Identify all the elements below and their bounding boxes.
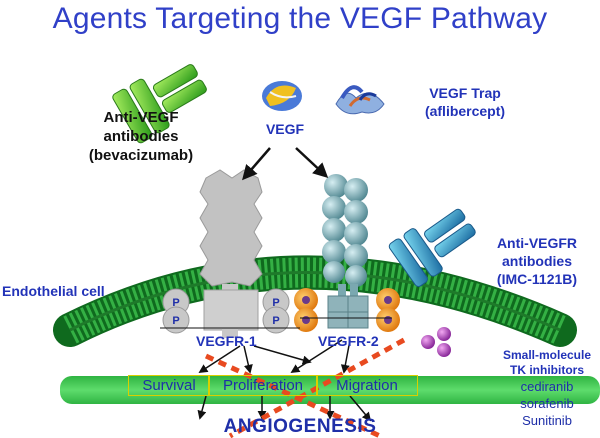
anti-vegfr-line: (IMC-1121B) [496, 271, 578, 287]
tki-drug: cediranib [520, 379, 574, 394]
tki-title-line: TK inhibitors [510, 363, 584, 377]
anti-vegfr-line: Anti-VEGFR [496, 235, 578, 251]
vegfr1-phospho-left [162, 288, 190, 334]
outcome-proliferation: Proliferation [208, 375, 318, 396]
tki-drug: Sunitinib [522, 413, 572, 428]
outcome-survival: Survival [128, 375, 210, 396]
signaling-arrows [197, 339, 372, 422]
tki-drug: sorafenib [520, 396, 574, 411]
anti-vegf-line: (bevacizumab) [88, 147, 194, 164]
vegfr1-phospho-right [262, 288, 290, 334]
cytoplasm-band [60, 376, 600, 404]
phospho-label: P [272, 297, 279, 309]
vegfr1-label: VEGFR-1 [196, 333, 257, 349]
vegfr2-receptor [322, 174, 369, 329]
anti-vegfr-label: Anti-VEGFR antibodies (IMC-1121B) [478, 234, 596, 288]
vegf-label: VEGF [265, 121, 305, 137]
vegf-ligand-icon [262, 81, 302, 111]
vegf-trap-line: VEGF Trap [429, 85, 501, 101]
vegf-to-vegfr1-arrow [242, 147, 271, 181]
cell-label: Endothelial cell [2, 283, 105, 299]
vegf-trap-line: (aflibercept) [424, 103, 506, 119]
phospho-label: P [172, 297, 179, 309]
phospho-label: P [172, 315, 179, 327]
tki-molecule-icon [421, 327, 451, 357]
vegf-trap-icon [335, 85, 385, 115]
page-title: Agents Targeting the VEGF Pathway [52, 2, 548, 35]
anti-vegf-line: antibodies [103, 128, 179, 145]
vegfr1-receptor [199, 169, 263, 338]
vegf-to-vegfr2-arrow [295, 147, 329, 179]
anti-vegfr-line: antibodies [501, 253, 572, 269]
anti-vegf-label: Anti-VEGF antibodies (bevacizumab) [66, 108, 216, 165]
vegfr2-label: VEGFR-2 [318, 333, 379, 349]
anti-vegf-antibody-icon [112, 64, 207, 144]
cell-membrane [53, 255, 577, 347]
tki-label: Small-molecule TK inhibitors cediranib s… [494, 348, 600, 429]
vegf-trap-label: VEGF Trap (aflibercept) [400, 84, 530, 120]
anti-vegfr-antibody-icon [388, 208, 476, 287]
anti-vegf-line: Anti-VEGF [103, 109, 179, 126]
outcome-migration: Migration [316, 375, 418, 396]
angiogenesis-label: ANGIOGENESIS [223, 416, 377, 437]
tki-title-line: Small-molecule [502, 348, 592, 362]
phospho-label: P [272, 315, 279, 327]
